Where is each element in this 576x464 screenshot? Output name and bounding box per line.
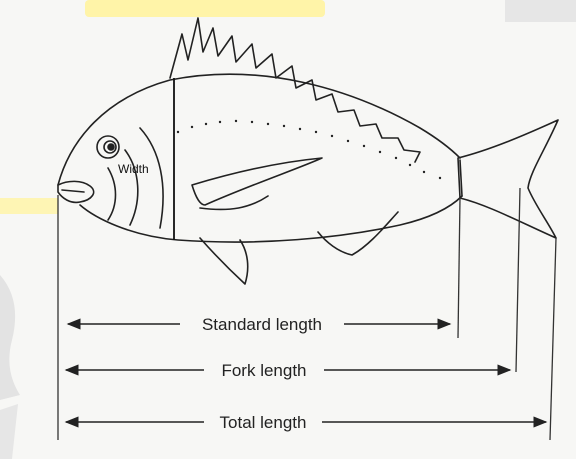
standard-length-label: Standard length	[202, 315, 322, 334]
total-length-label: Total length	[220, 413, 307, 432]
fork-length-end-line	[516, 188, 520, 372]
dorsal-fin	[170, 18, 420, 162]
lateral-line	[177, 120, 441, 179]
left-highlight-band	[0, 198, 58, 214]
standard-length-end-line	[458, 198, 460, 338]
lip-line	[62, 190, 84, 192]
top-highlight-band	[85, 0, 325, 17]
eye-pupil	[108, 144, 114, 150]
width-label: Width	[118, 162, 149, 176]
bottom-watermark-shape	[0, 404, 18, 459]
total-length-measure: Total length	[66, 413, 546, 432]
left-watermark-shape	[0, 275, 20, 400]
gill-line-3	[108, 168, 116, 220]
fork-length-label: Fork length	[221, 361, 306, 380]
reference-lines	[58, 188, 556, 440]
top-watermark-block	[505, 0, 576, 22]
fish-outline	[58, 18, 558, 284]
pelvic-fin	[200, 238, 248, 284]
pectoral-fin	[192, 158, 322, 205]
total-length-end-line	[550, 238, 556, 440]
tail-fin	[458, 120, 558, 238]
fork-length-measure: Fork length	[66, 361, 510, 380]
standard-length-measure: Standard length	[68, 315, 450, 334]
gill-cover	[140, 128, 163, 228]
